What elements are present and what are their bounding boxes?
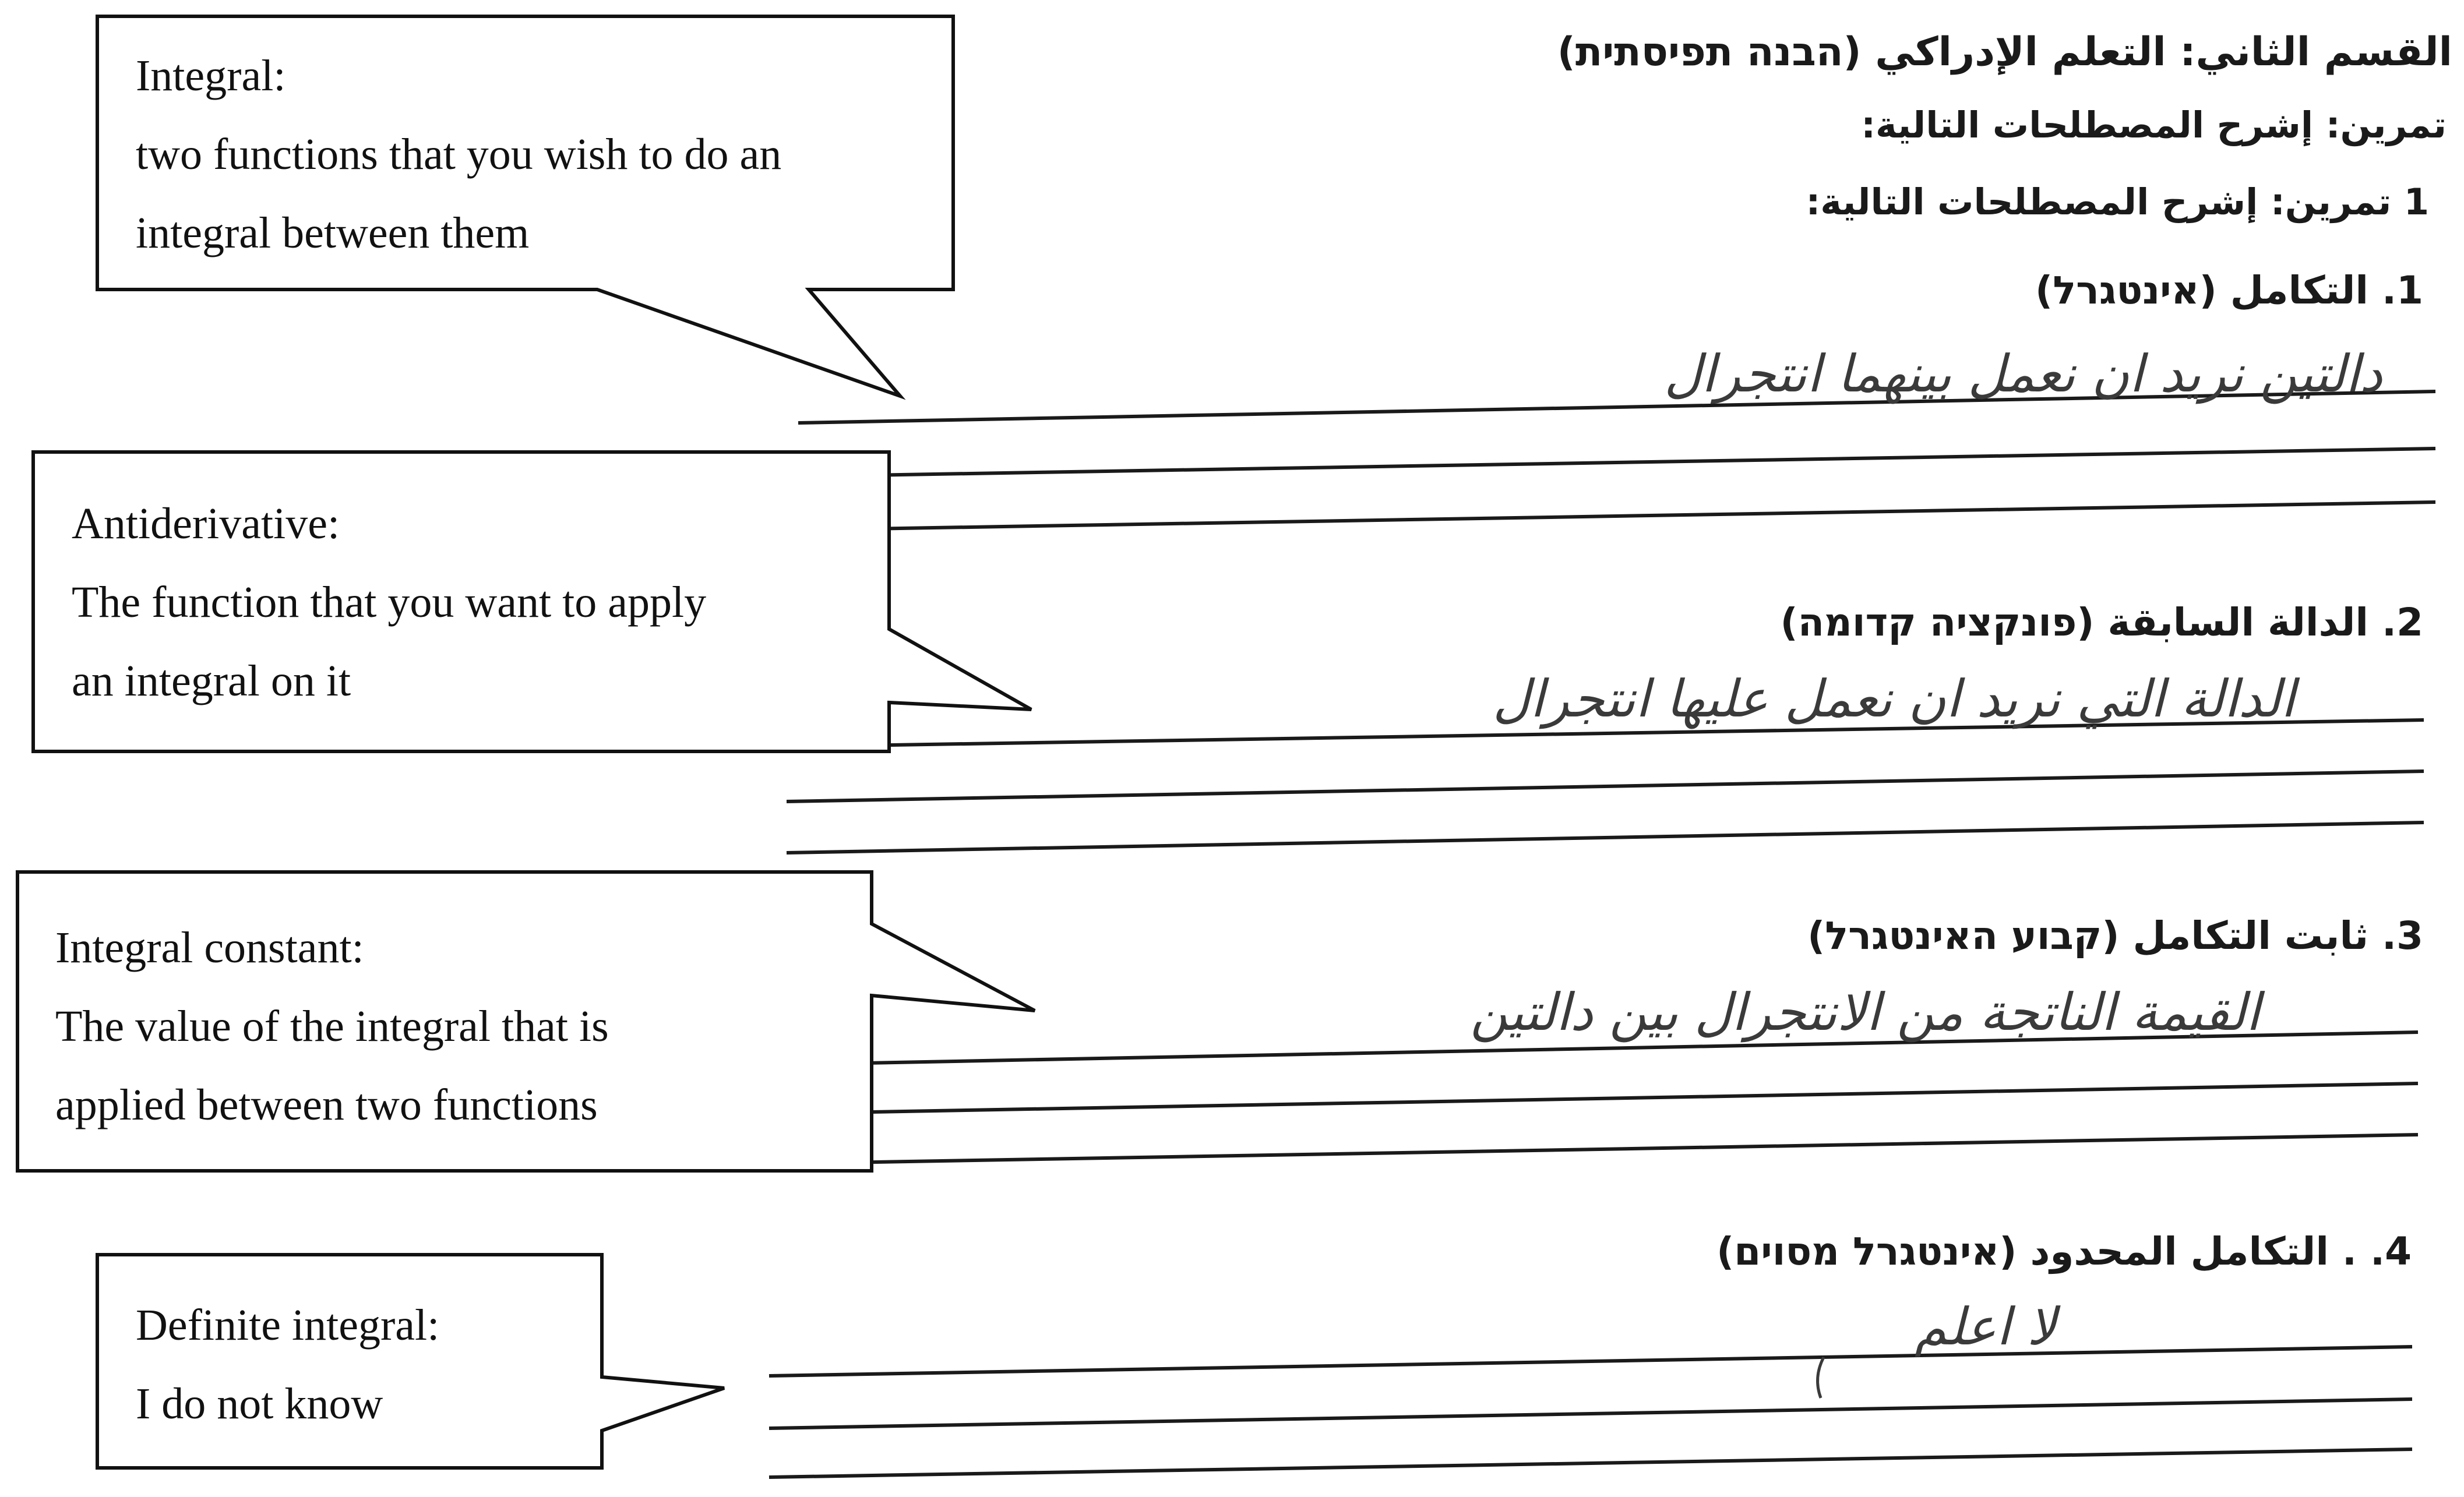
answer-rule (786, 821, 2424, 855)
callout-antiderivative: Antiderivative: The function that you wa… (72, 485, 706, 721)
handwritten-answer-3: القيمة الناتجة من الانتجرال بين دالتين (1470, 982, 2261, 1042)
answer-rule (777, 1133, 2419, 1166)
callout-line: applied between two functions (55, 1081, 598, 1129)
callout-title: Antiderivative: (72, 499, 340, 548)
answer-rule (798, 447, 2436, 478)
callout-line: The value of the integral that is (55, 1002, 609, 1051)
callout-line: two functions that you wish to do an (136, 130, 782, 179)
callout-line: integral between them (136, 209, 530, 257)
callout-line: The function that you want to apply (72, 578, 707, 627)
answer-rules (769, 390, 2436, 1479)
answer-rule (769, 1447, 2413, 1479)
callout-box-integral (96, 15, 955, 400)
answer-rule (786, 769, 2424, 803)
section-title: القسم الثاني: التعلم الإدراكي (הבנה תפיס… (1557, 29, 2452, 75)
pen-stroke (1816, 1356, 1825, 1399)
answer-rule (786, 718, 2424, 748)
callout-line: an integral on it (72, 656, 351, 705)
callout-integral-constant: Integral constant: The value of the inte… (55, 909, 609, 1145)
answer-rule (798, 390, 2436, 425)
question-4-label: 4. . التكامل المحدود (אינטגרל מסוים) (1716, 1229, 2412, 1274)
answer-rule (777, 1030, 2419, 1067)
callout-title: Integral: (136, 51, 286, 100)
callout-integral: Integral: two functions that you wish to… (136, 37, 781, 273)
callout-title: Integral constant: (55, 923, 364, 972)
callout-box-definite-integral (96, 1253, 725, 1470)
exercise-instruction: تمرين: إشرح المصطلحات التالية: (1861, 104, 2447, 146)
callout-definite-integral: Definite integral: I do not know (136, 1286, 439, 1443)
answer-rule (769, 1397, 2413, 1430)
answer-rule (777, 1082, 2419, 1115)
answer-rule (798, 500, 2436, 532)
exercise-instruction-numbered: 1 تمرين: إشرح المصطلحات التالية: (1806, 181, 2429, 223)
callout-title: Definite integral: (136, 1301, 440, 1350)
question-1-label: 1. التكامل (אינטגרל) (2035, 268, 2423, 313)
callout-box-antiderivative (31, 450, 1032, 753)
handwritten-answer-4: لا اعلم (1915, 1297, 2056, 1357)
question-3-label: 3. ثابت التكامل (קבוע האינטגרל) (1807, 913, 2423, 958)
answer-rule (769, 1345, 2413, 1378)
callout-box-integral-constant (16, 870, 1036, 1173)
handwritten-answer-2: الدالة التي نريد ان نعمل عليها انتجرال (1493, 669, 2295, 729)
question-2-label: 2. الدالة السابقة (פונקציה קדומה) (1780, 600, 2423, 645)
handwritten-answer-1: دالتين نريد ان نعمل بينهما انتجرال (1664, 344, 2382, 404)
callout-line: I do not know (136, 1379, 383, 1428)
